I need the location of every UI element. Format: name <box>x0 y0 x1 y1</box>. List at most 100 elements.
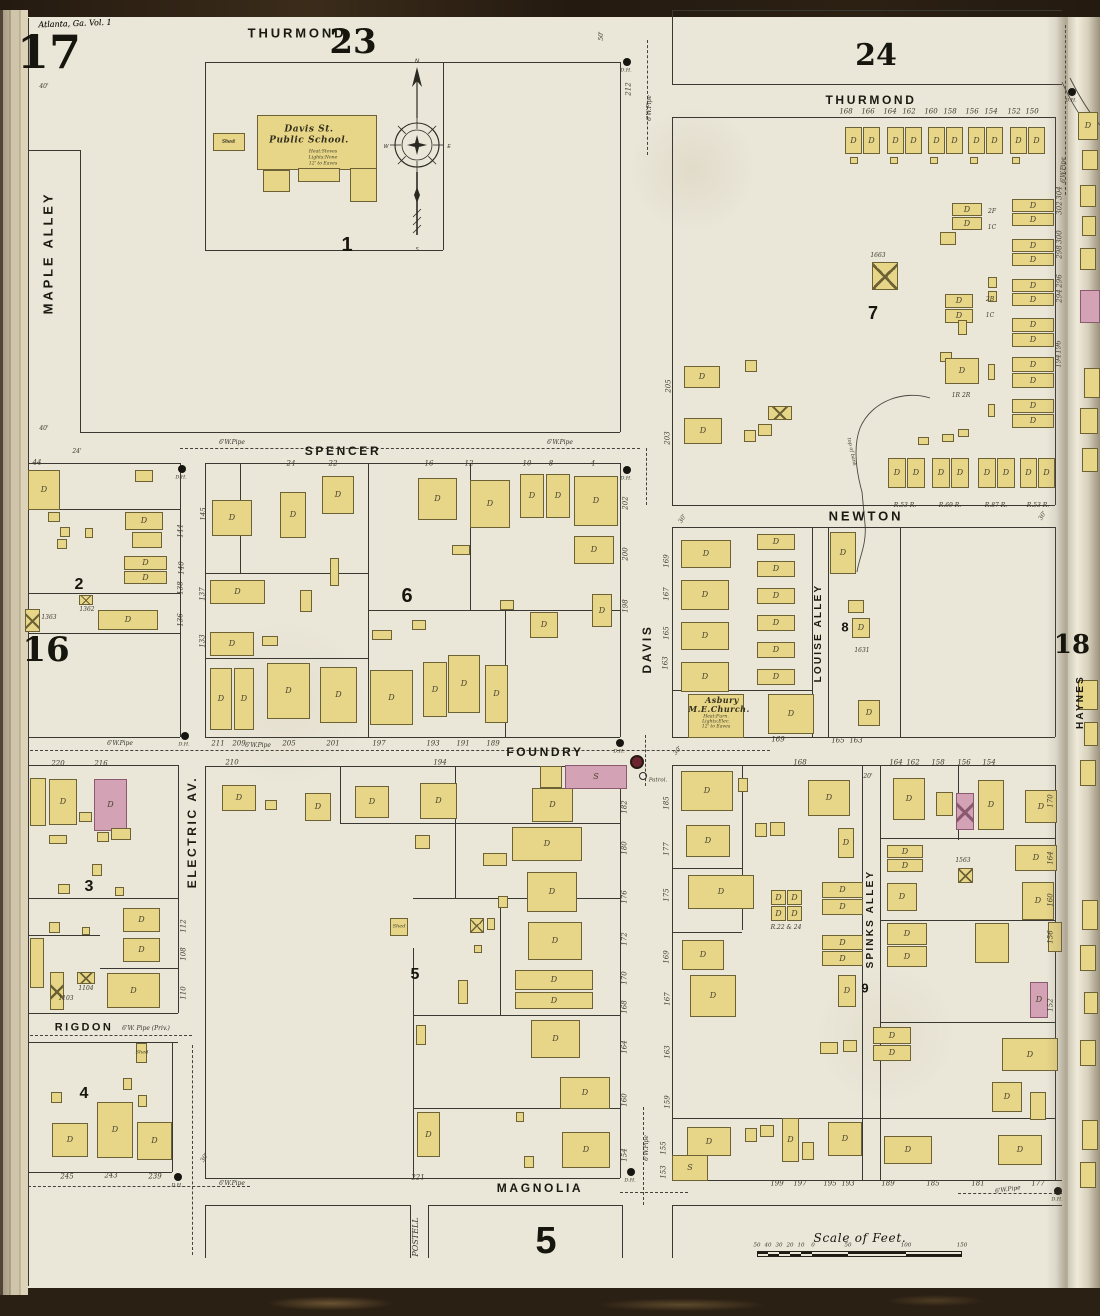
building <box>111 828 131 840</box>
building: D <box>978 780 1004 830</box>
hydrant-label: D.H. <box>171 1182 183 1189</box>
building: D <box>873 1027 911 1044</box>
building: D <box>822 935 863 950</box>
building-label: D <box>717 887 725 896</box>
lot-line <box>1055 117 1056 505</box>
building-label: D <box>901 860 909 870</box>
lot-line <box>413 1015 620 1016</box>
building <box>988 277 997 288</box>
lot-line <box>205 1205 410 1206</box>
house-number: 205 <box>664 379 673 393</box>
building <box>265 800 277 810</box>
house-number: 20' <box>863 773 873 780</box>
building <box>988 291 997 302</box>
hydrant-label: D.H. <box>620 475 632 482</box>
building-label: D <box>839 902 846 911</box>
house-number: 189 <box>881 1179 895 1188</box>
building: D <box>1012 357 1054 372</box>
house-number: 153 <box>659 1165 668 1179</box>
building-note: Lights:None <box>308 155 338 161</box>
building: D <box>757 534 795 550</box>
building-label: D <box>775 892 782 902</box>
building-label: D <box>66 1135 74 1144</box>
building-label: D <box>285 686 292 695</box>
building: D <box>267 663 310 719</box>
building: D <box>771 906 786 921</box>
hydrant-label: D.H. <box>178 741 190 748</box>
annotation: 1C <box>987 224 997 231</box>
hydrant-label: D.H. <box>1051 1197 1062 1203</box>
building: D <box>684 366 720 388</box>
lot-line <box>80 432 620 433</box>
building-label: D <box>598 605 606 615</box>
house-number: 212 <box>624 82 633 96</box>
lot-line <box>413 898 620 899</box>
building: D <box>822 882 863 898</box>
house-number: 191 <box>456 739 470 748</box>
building-label: D <box>240 694 248 703</box>
building-label: D <box>493 689 500 698</box>
lot-line <box>428 1205 429 1258</box>
house-number: 155 <box>659 1141 668 1155</box>
building: D <box>515 992 593 1009</box>
scale-tick-label: 30 <box>775 1242 783 1249</box>
building: D <box>280 492 306 538</box>
building <box>745 1128 757 1142</box>
lot-line <box>862 765 863 1180</box>
house-number: 1104 <box>78 985 94 992</box>
scale-bar-segment <box>812 1254 848 1256</box>
water-pipe-label: 6'W.Pipe <box>219 439 245 446</box>
street-label: FOUNDRY <box>506 745 584 759</box>
building-label: D <box>912 468 920 477</box>
lot-line <box>1055 527 1056 737</box>
lot-line <box>205 463 206 737</box>
block-number: 5 <box>535 1220 557 1262</box>
lot-line <box>672 932 742 933</box>
lot-line <box>622 1205 623 1258</box>
lot-line <box>368 610 620 611</box>
scale-bar-segment <box>757 1252 768 1254</box>
building: D <box>520 474 544 518</box>
house-number: 1362 <box>79 606 95 613</box>
building-label: D <box>987 800 995 809</box>
building-label: D <box>772 672 780 681</box>
building: D <box>986 127 1003 154</box>
building-label: D <box>1029 280 1037 290</box>
building: D <box>531 1020 580 1058</box>
building-label: D <box>124 615 132 624</box>
building <box>452 545 470 555</box>
house-number: 172 <box>620 932 629 946</box>
building-label: D <box>775 908 782 918</box>
annotation: 1R 2R <box>951 392 971 399</box>
water-pipe-line <box>30 750 770 751</box>
building: D <box>1012 318 1054 332</box>
building-note: Shed <box>135 1049 149 1056</box>
building: D <box>688 875 754 909</box>
building: D <box>528 922 582 960</box>
building <box>132 532 162 548</box>
building-label: D <box>1026 1049 1034 1059</box>
building: D <box>28 470 60 510</box>
building-label: D <box>551 936 559 945</box>
scale-tick-label: 20 <box>786 1242 794 1249</box>
lot-line <box>880 920 1055 921</box>
building: D <box>884 1136 932 1164</box>
building: D <box>757 642 795 658</box>
building-label: D <box>772 618 780 627</box>
house-number: 195 <box>823 1179 837 1188</box>
house-number: 40' <box>39 425 49 432</box>
lot-line <box>340 823 620 824</box>
building-label: D <box>289 510 297 519</box>
building: D <box>222 785 256 811</box>
building: D <box>952 203 982 216</box>
building: D <box>681 540 731 568</box>
building: D <box>787 906 802 921</box>
building <box>25 609 40 632</box>
house-number: 154 <box>984 107 998 116</box>
building-label: D <box>59 797 67 806</box>
building: D <box>863 127 880 154</box>
house-number: 164 <box>620 1040 629 1054</box>
lot-line <box>900 527 901 737</box>
building <box>688 694 744 738</box>
lot-line <box>672 1205 1062 1206</box>
